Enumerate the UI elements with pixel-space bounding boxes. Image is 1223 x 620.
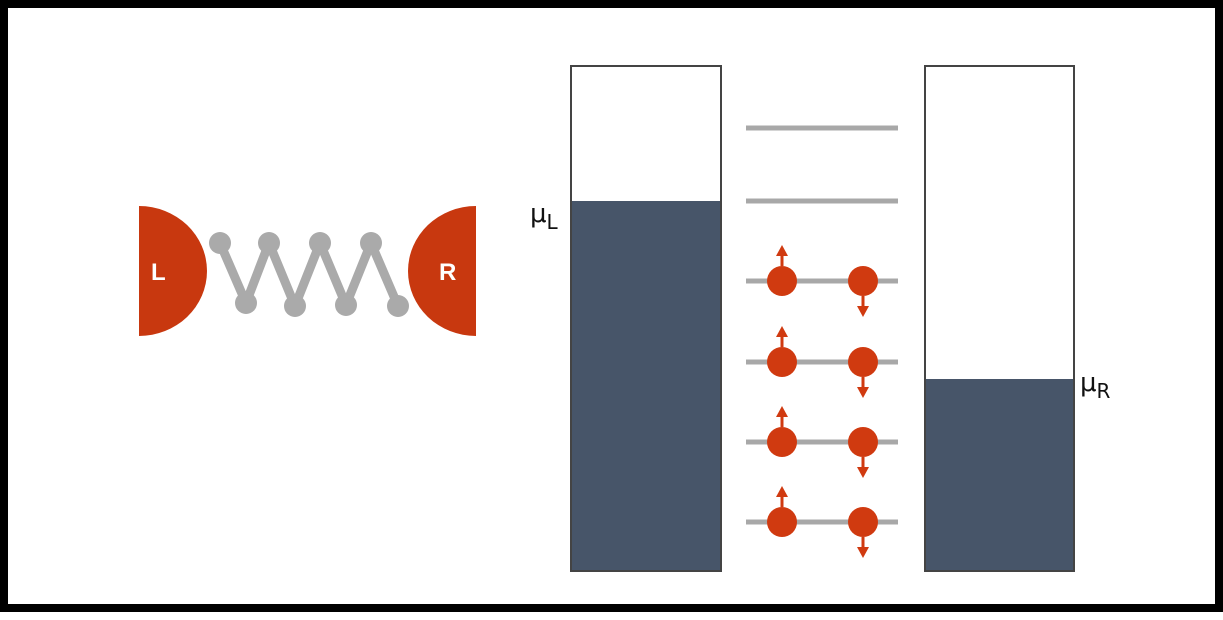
right-electrode [408, 206, 476, 336]
spin-up-electron [767, 326, 797, 377]
spin-down-electron [848, 347, 878, 398]
chain-atom [235, 292, 257, 314]
left-chemical-potential-label: μL [530, 199, 559, 234]
right-lead-outline [924, 65, 1075, 572]
molecular-junction: L R [139, 206, 476, 336]
chain-atom [284, 295, 306, 317]
transport-diagram: L R μL μR [139, 65, 1111, 572]
chain-atom [387, 295, 409, 317]
chain-atom [258, 232, 280, 254]
left-lead: μL [530, 65, 722, 572]
right-chemical-potential-label: μR [1080, 368, 1111, 403]
right-electrode-label: R [439, 259, 456, 286]
chain-atom [209, 232, 231, 254]
spin-down-electron [848, 427, 878, 478]
right-lead: μR [924, 65, 1111, 572]
chain-atom [335, 294, 357, 316]
chain-atom [360, 232, 382, 254]
left-electrode-label: L [151, 259, 166, 286]
electrons [767, 245, 878, 558]
left-lead-outline [570, 65, 722, 572]
molecular-levels [746, 125, 898, 525]
molecular-chain-atoms [209, 232, 409, 317]
right-lead-filled-states [925, 379, 1074, 571]
spin-down-electron [848, 507, 878, 558]
spin-up-electron [767, 245, 797, 296]
spin-up-electron [767, 406, 797, 457]
spin-up-electron [767, 486, 797, 537]
chain-atom [309, 232, 331, 254]
left-electrode [139, 206, 207, 336]
left-lead-filled-states [571, 201, 721, 571]
spin-down-electron [848, 266, 878, 317]
